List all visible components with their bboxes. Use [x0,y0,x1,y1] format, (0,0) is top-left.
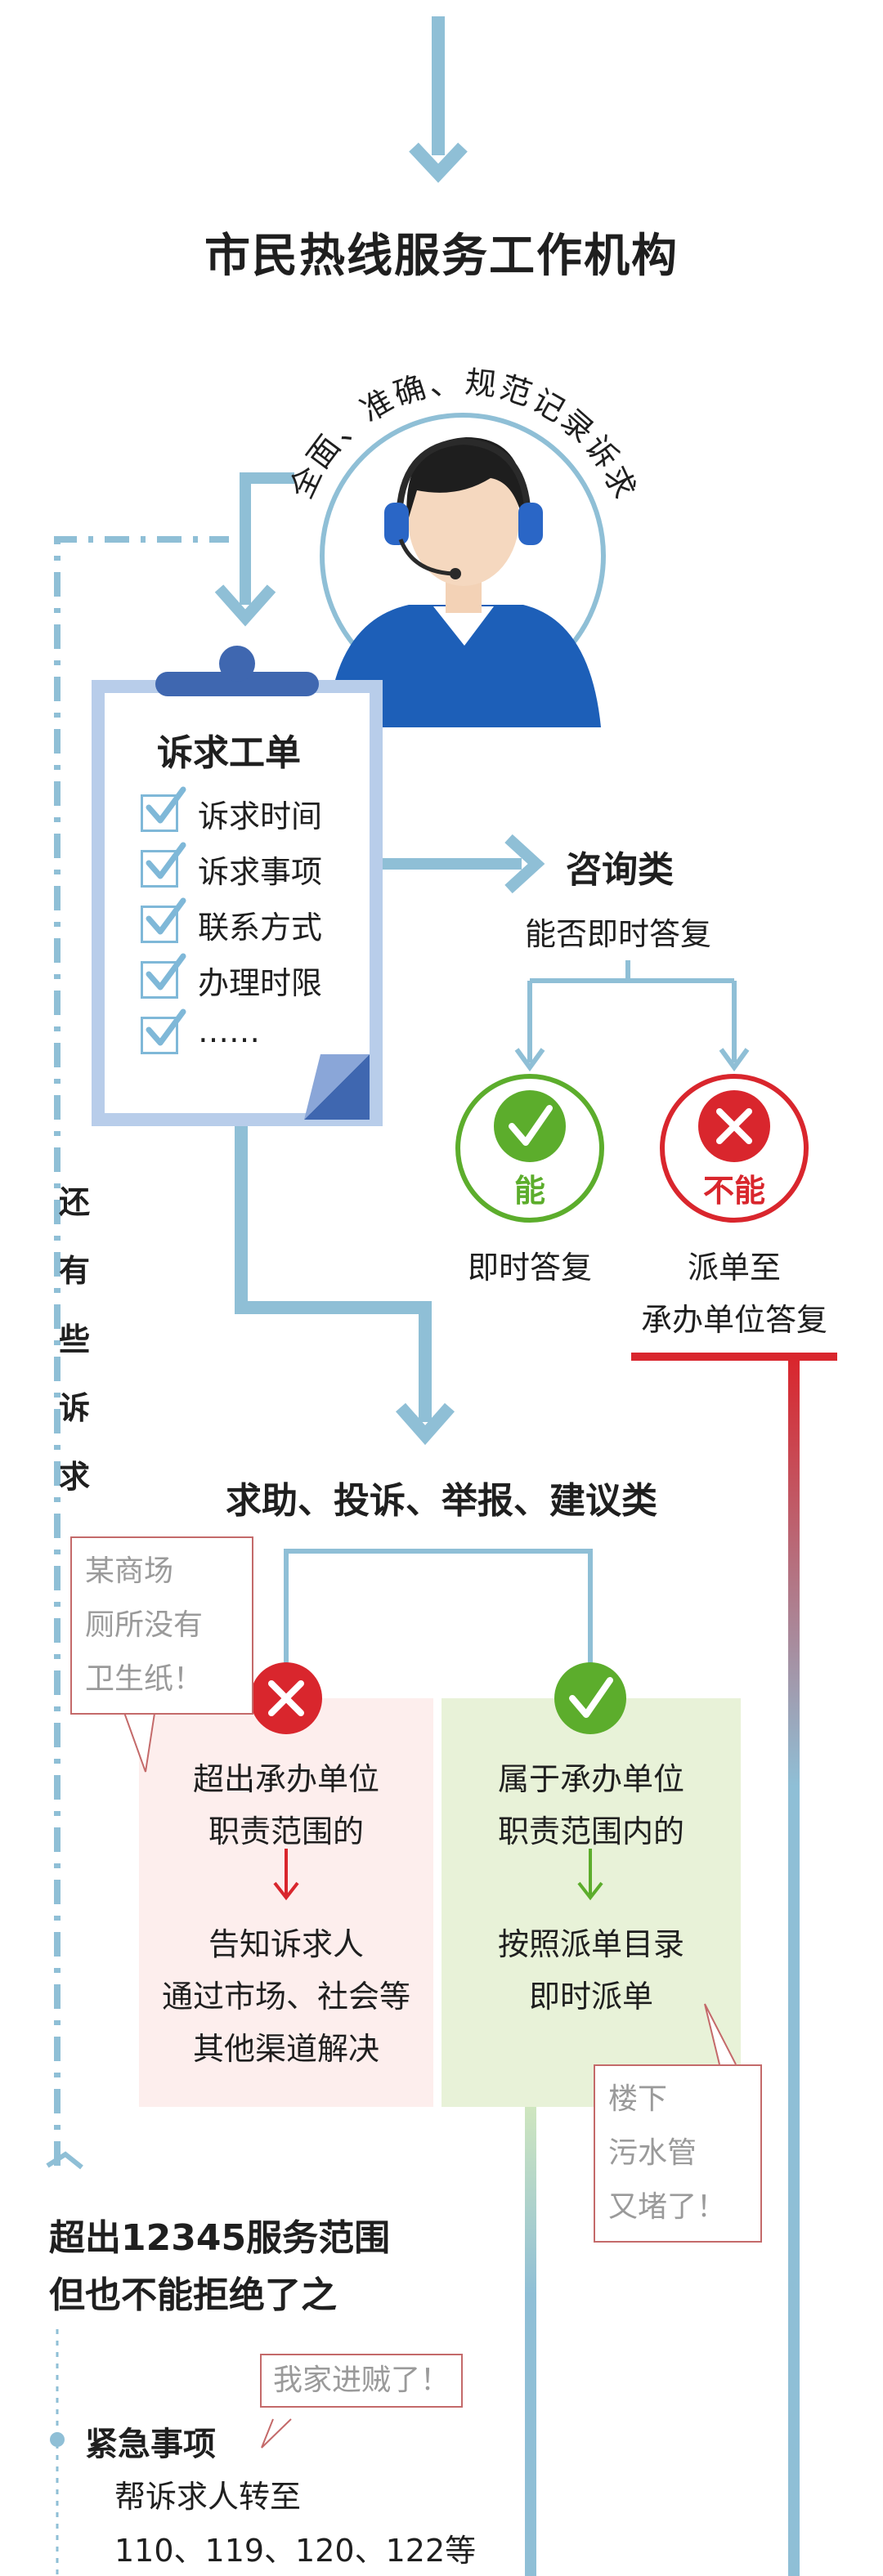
no-badge: 不能 [702,1173,765,1209]
ticket-frame [92,680,383,1126]
ticket-title: 诉求工单 [157,732,301,774]
note-left-tail [122,1707,156,1773]
check-mark-icon [146,786,186,824]
beyond-line2: 但也不能拒绝了之 [49,2274,337,2316]
emergency-bullet [50,2432,65,2447]
help-title: 求助、投诉、举报、建议类 [226,1480,657,1522]
ticket-down-line [235,1126,432,1422]
ticket-to-consult-head [504,834,545,894]
right-box-line: 即时派单 [528,1979,653,2015]
center-long-line [525,2107,536,2576]
note-right-line: 污水管 [608,2136,697,2170]
note-right: 楼下 污水管 又堵了！ [594,2064,762,2243]
side-label-char: 求 [59,1459,91,1495]
cross-icon [716,1108,752,1144]
consult-split-line [527,960,737,1062]
avatar-to-ticket-line [240,472,294,605]
left-cross-icon [268,1680,304,1716]
left-box-line: 职责范围的 [208,1813,364,1849]
left-box-line: 告知诉求人 [208,1926,364,1962]
top-arrow-head [409,142,468,183]
check-mark-icon [146,1008,186,1046]
right-box-line: 职责范围内的 [497,1813,684,1849]
ticket-item-label: 诉求时间 [198,798,323,834]
avatar-to-ticket-head [214,584,276,627]
right-long-line [788,1361,800,2576]
dashed-left-head [46,2151,83,2170]
right-box-line: 按照派单目录 [497,1926,684,1962]
yes-text: 即时答复 [467,1250,592,1286]
ticket-item-label: …… [198,1013,260,1049]
right-check-circle [554,1662,626,1734]
yes-badge: 能 [513,1173,545,1209]
note-left-line: 卫生纸！ [85,1662,204,1696]
ticket-to-consult-shaft [383,858,522,870]
left-box-line: 超出承办单位 [192,1761,379,1797]
left-down-arrow [273,1849,299,1901]
org-title: 市民热线服务工作机构 [204,230,679,283]
note-left-line: 厕所没有 [85,1608,204,1642]
help-split-line [284,1549,593,1692]
yes-circle-inner [494,1090,566,1162]
side-label-char: 诉 [59,1390,91,1426]
avatar [327,437,601,727]
no-text-line1: 派单至 [687,1250,781,1286]
ticket-clip-hole [219,646,255,682]
right-down-arrow [577,1849,603,1901]
note-right-line: 楼下 [608,2082,668,2116]
note-right-tail [704,2003,737,2065]
note-right-line: 又堵了！ [608,2190,727,2224]
left-box-line: 其他渠道解决 [192,2031,379,2067]
ticket-item-label: 联系方式 [198,910,323,946]
red-bar [631,1353,837,1361]
emergency-line2: 110、119、120、122等 [114,2533,477,2569]
side-label-char: 有 [59,1253,91,1289]
right-box-line: 属于承办单位 [497,1761,684,1797]
split-head-right [719,1048,750,1072]
beyond-line1: 超出12345服务范围 [49,2217,391,2259]
left-box [139,1698,433,2107]
top-arrow-shaft [432,16,445,155]
check-mark-icon [146,842,186,879]
right-check-icon [569,1677,613,1718]
no-text-line2: 承办单位答复 [640,1302,827,1338]
note-bottom-tail [261,2418,292,2449]
side-label-char: 还 [59,1184,91,1220]
emergency-title: 紧急事项 [85,2426,216,2463]
right-box [441,1698,741,2107]
ticket-down-head [396,1402,455,1446]
dashed-left-line [54,536,229,2166]
check-mark-icon [146,953,186,991]
consult-question: 能否即时答复 [525,916,712,952]
side-label-char: 些 [59,1322,91,1357]
split-head-left [514,1048,545,1072]
left-box-line: 通过市场、社会等 [161,1979,410,2015]
consult-title: 咨询类 [566,849,674,891]
note-left-line: 某商场 [85,1554,174,1588]
note-left: 某商场 厕所没有 卫生纸！ [70,1536,253,1715]
ticket-item-label: 诉求事项 [198,854,323,890]
check-mark-icon [146,897,186,935]
ticket-clip [155,672,319,696]
check-icon [509,1105,553,1146]
note-bottom: 我家进贼了！ [260,2354,464,2408]
emergency-line1: 帮诉求人转至 [114,2479,302,2515]
ticket-item-label: 办理时限 [198,965,323,1001]
